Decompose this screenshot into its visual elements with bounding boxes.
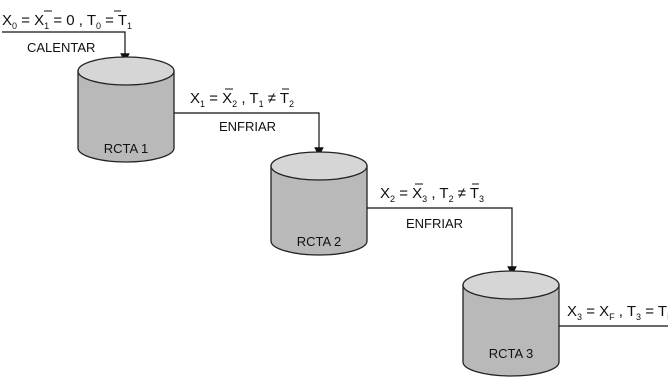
stream-1-condition: X1 = X2 , T1 ≠ T2 bbox=[190, 90, 294, 109]
outlet-condition: X3 = XF , T3 = TF bbox=[567, 303, 668, 322]
heat-label: CALENTAR bbox=[27, 40, 95, 55]
inlet-stream: X0 = X1 = 0 , T0 = T1 CALENTAR bbox=[2, 10, 132, 63]
stream-2-arrow bbox=[367, 207, 517, 276]
inlet-arrow bbox=[2, 31, 130, 63]
stream-2: X2 = X3 , T2 ≠ T3 ENFRIAR bbox=[367, 183, 517, 276]
stream-2-condition: X2 = X3 , T2 ≠ T3 bbox=[380, 185, 484, 204]
cool-label-1: ENFRIAR bbox=[219, 119, 276, 134]
reactor-1-body bbox=[77, 70, 175, 163]
reactor-1-top bbox=[77, 56, 175, 86]
inlet-condition: X0 = X1 = 0 , T0 = T1 bbox=[2, 12, 132, 31]
reactor-1-label: RCTA 1 bbox=[104, 141, 149, 156]
reactor-2: RCTA 2 bbox=[270, 151, 368, 256]
reactor-1: RCTA 1 bbox=[77, 56, 175, 163]
reactor-2-body bbox=[270, 165, 368, 256]
reactor-3-top bbox=[462, 270, 560, 300]
reactor-2-label: RCTA 2 bbox=[297, 234, 342, 249]
reactor-2-top bbox=[270, 151, 368, 181]
reactor-3-label: RCTA 3 bbox=[489, 346, 534, 361]
cool-label-2: ENFRIAR bbox=[406, 216, 463, 231]
reactor-3: RCTA 3 bbox=[462, 270, 560, 377]
outlet-stream: X3 = XF , T3 = TF bbox=[559, 303, 668, 327]
stream-1-arrow bbox=[174, 112, 324, 157]
stream-1: X1 = X2 , T1 ≠ T2 ENFRIAR bbox=[174, 88, 324, 157]
reactor-3-body bbox=[462, 284, 560, 377]
